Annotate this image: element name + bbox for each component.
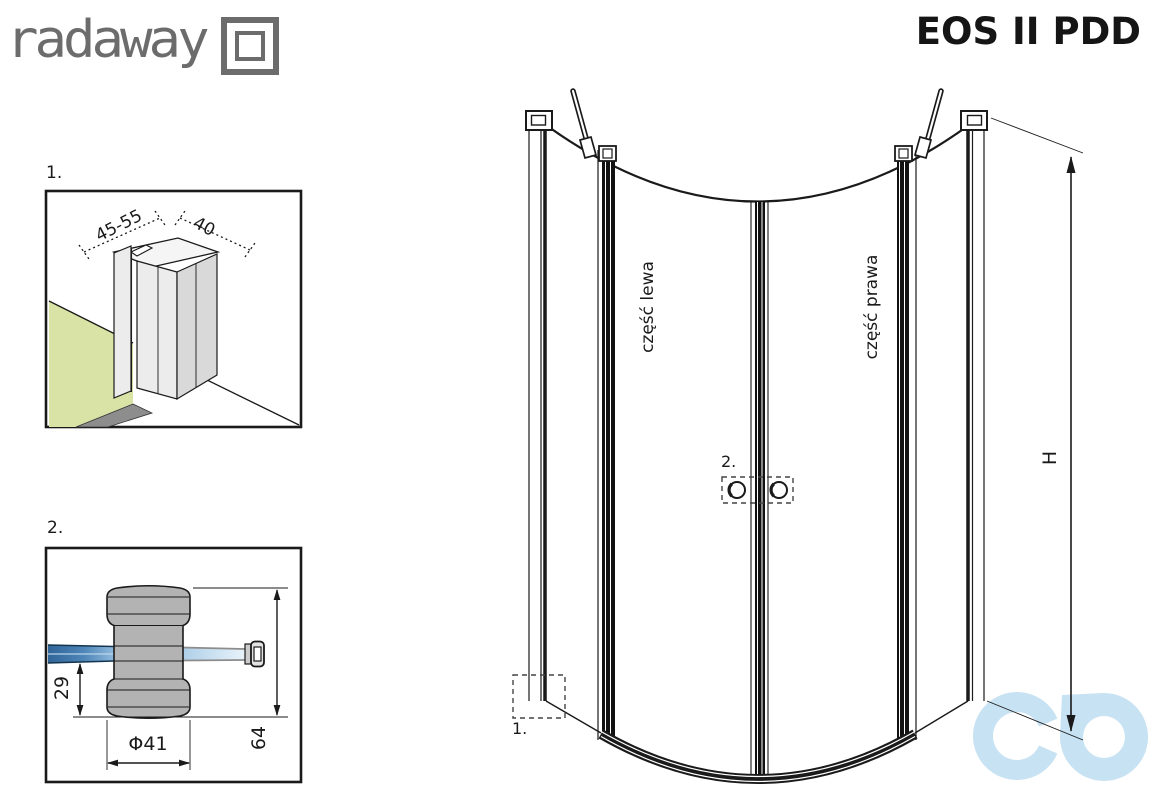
watermark-d-hole: [1083, 716, 1125, 758]
center-mullion: [750, 201, 769, 776]
callout-1-label: 1.: [512, 719, 528, 738]
support-bar-right-bracket: [913, 135, 933, 160]
support-bar-right: [913, 88, 944, 160]
detail-2-dimensions: [73, 587, 288, 770]
dim-29-label: 29: [51, 675, 73, 701]
floor-edge-line: [204, 378, 300, 426]
detail-1-drawing: [44, 189, 303, 429]
dim-64-label: 64: [248, 725, 270, 751]
radaway-logo-inner-square: [235, 31, 265, 61]
radaway-logo-text: radaway: [6, 9, 210, 70]
fixed-profile-left: [597, 145, 617, 740]
wall-profile-right: [960, 110, 988, 701]
profile-channel-slot: [129, 244, 154, 257]
knob-body: [106, 584, 191, 720]
fixed-profile-right-bracket: [894, 145, 913, 162]
wall-profile-isometric: [111, 237, 221, 401]
profile-body-side-face: [176, 253, 218, 401]
fixed-profile-left-bracket: [598, 145, 617, 162]
profile-body-front-face: [136, 260, 178, 400]
height-dim-label: H: [1039, 450, 1061, 466]
dim-phi41-label: Φ41: [128, 733, 168, 755]
door-knobs: [721, 476, 794, 504]
callout-1-dashed-box: [512, 674, 566, 719]
floor-shadow-strip: [75, 403, 154, 428]
height-dimension: [986, 117, 1084, 741]
watermark-c-shape: [973, 692, 1061, 780]
glass-panel-right: [183, 647, 245, 661]
height-dim-arrow-down: [1066, 715, 1076, 732]
bottom-edge-right-diagonal: [914, 700, 969, 734]
glass-end-fitting: [244, 640, 265, 668]
detail-2-drawing: [44, 546, 303, 784]
detail-1-dim-lines: [78, 210, 256, 260]
right-door-label: część prawa: [862, 254, 882, 360]
support-bar-left: [570, 88, 598, 160]
product-title: EOS II PDD: [915, 10, 1141, 53]
fixed-profile-right: [894, 145, 917, 740]
knob-cross-section: [106, 584, 191, 720]
height-dim-arrow-up: [1066, 156, 1076, 173]
radaway-logo-icon: [221, 17, 279, 75]
main-drawing: [512, 88, 1084, 784]
wall-profile-left: [525, 110, 553, 701]
callout-2-label: 2.: [721, 452, 737, 471]
detail-2-label: 2.: [47, 518, 64, 538]
detail-1-label: 1.: [46, 163, 63, 183]
bottom-edge-left-diagonal: [545, 700, 602, 734]
callout-2-dashed-box: [721, 476, 794, 504]
support-bar-left-bracket: [578, 135, 598, 160]
height-dim-extension-top: [990, 117, 1084, 154]
profile-front-slab: [113, 245, 132, 399]
height-dim-extension-bottom: [986, 700, 1084, 741]
watermark-logo: [973, 692, 1148, 781]
left-door-label: część lewa: [638, 261, 658, 353]
bottom-curved-rail: [545, 700, 969, 784]
dim-45-55-line: [83, 217, 161, 253]
